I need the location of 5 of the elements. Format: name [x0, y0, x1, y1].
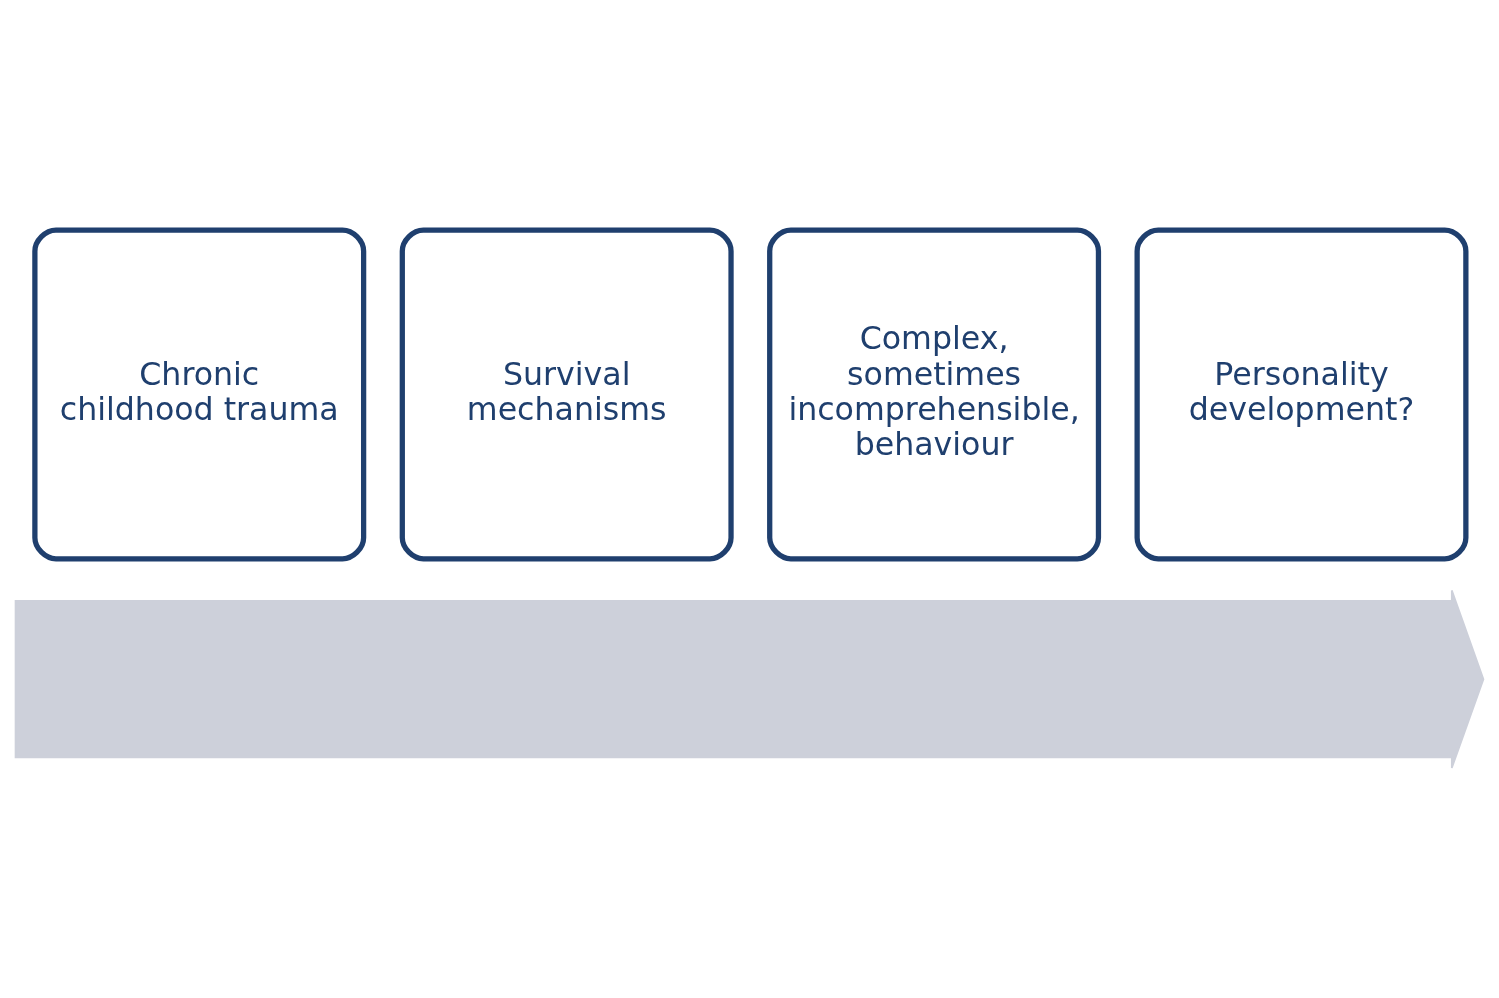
node-arrow [14, 589, 1485, 769]
node-box: Chronic childhood trauma [32, 227, 367, 562]
node-box: Survival mechanisms [399, 227, 734, 562]
node-box: Personality development? [1134, 227, 1469, 562]
node-box: Complex, sometimes incomprehensible, behaviour [767, 227, 1102, 562]
